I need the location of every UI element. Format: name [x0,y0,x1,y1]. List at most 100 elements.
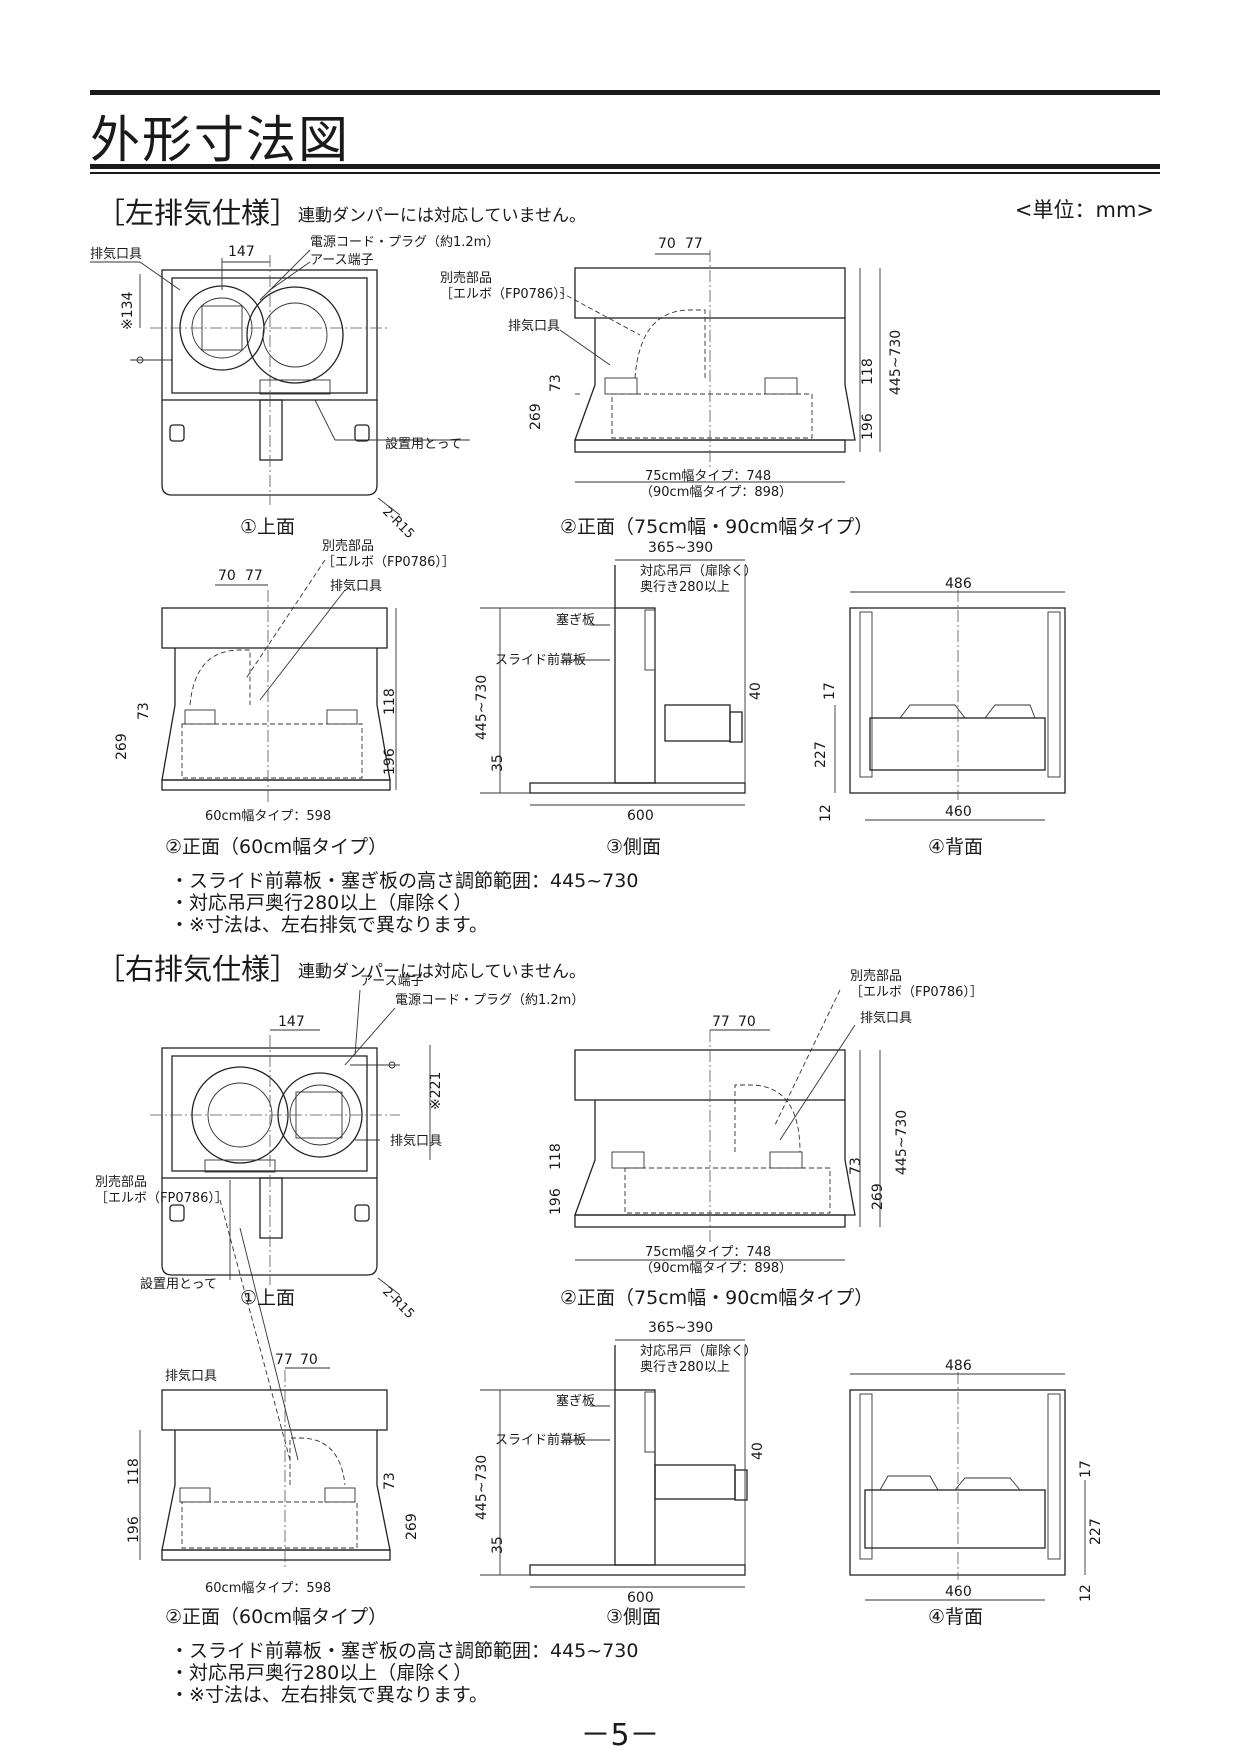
left-front-d445-730: 445~730 [888,330,904,395]
left-side-slide: スライド前幕板 [495,652,586,668]
left-bullet-1: ・スライド前幕板・塞ぎ板の高さ調節範囲：445~730 [170,870,639,892]
left-caption-back: ④背面 [928,836,984,858]
left-front-d118: 118 [860,358,876,385]
left-top-handle-label: 設置用とって [385,436,462,452]
right-top-cord-label: 電源コード・プラグ（約1.2m） [395,993,584,1008]
unit-note: <単位：mm> [1014,198,1154,222]
right-top-handle-label: 設置用とって [140,1276,217,1292]
right-side-view: 365~390 対応吊戸（扉除く） 奥行き280以上 塞ぎ板 スライド前幕板 4… [474,1320,766,1606]
right-side-d365: 365~390 [648,1320,713,1336]
left-side-cabinet1: 対応吊戸（扉除く） [640,563,757,579]
header-rule-bottom [90,164,1160,169]
page-title: 外形寸法図 [90,111,350,169]
right-side-closing: 塞ぎ板 [556,1393,595,1409]
right-side-d600: 600 [627,1590,654,1606]
right-back-d17: 17 [1078,1460,1094,1478]
section-note-right: 連動ダンパーには対応していません。 [298,962,586,982]
left-top-r15: 2-R15 [379,504,417,542]
left-front-60-view: 70 77 73 269 118 196 別売部品 ［エルボ（FP0786）］ … [114,538,455,824]
left-side-d600: 600 [627,808,654,824]
right-front-width90: （90cm幅タイプ：898） [640,1261,792,1276]
left-side-closing: 塞ぎ板 [556,612,595,628]
right-top-view: 147 ※221 アース端子 電源コード・プラグ（約1.2m） 排気口具 設置用… [140,974,584,1322]
right-front-d445-730: 445~730 [894,1110,910,1175]
right-top-d147: 147 [278,1014,305,1030]
right-f60-d118: 118 [126,1458,142,1485]
right-side-d445: 445~730 [474,1455,490,1520]
left-front-width75: 75cm幅タイプ：748 [645,469,771,484]
section-note-left: 連動ダンパーには対応していません。 [298,206,586,226]
section-title-left: ［左排気仕様］ [96,196,300,230]
right-front-wide-view: 77 70 118 196 73 269 445~730 別売部品 ［エルボ（F… [548,968,983,1276]
left-caption-top: ①上面 [240,516,296,538]
left-back-d12: 12 [818,804,834,822]
left-top-d134: ※134 [120,291,136,330]
left-back-d17: 17 [822,682,838,700]
left-top-cord-label: 電源コード・プラグ（約1.2m） [310,235,499,250]
right-back-d227: 227 [1088,1518,1104,1545]
right-f60-d196: 196 [126,1516,142,1543]
left-side-view: 365~390 対応吊戸（扉除く） 奥行き280以上 塞ぎ板 スライド前幕板 4… [474,540,764,824]
section-title-right: ［右排気仕様］ [96,952,300,986]
right-front-d196: 196 [548,1188,564,1215]
left-top-earth-label: アース端子 [310,253,374,268]
left-front-d73: 73 [548,374,564,392]
section-left-drawings: 147 ※134 排気口具 電源コード・プラグ（約1.2m） アース端子 設置用… [90,235,1066,824]
left-f60-d73: 73 [136,702,152,720]
left-f60-d196: 196 [382,748,398,775]
right-top-d221: ※221 [428,1072,444,1110]
left-back-d486: 486 [945,576,972,592]
left-f60-elbow-label: ［エルボ（FP0786）］ [322,555,455,570]
left-back-d227: 227 [813,741,829,768]
right-f60-exhaust-label: 排気口具 [165,1368,217,1384]
right-front-d118: 118 [548,1143,564,1170]
left-front-d196: 196 [860,413,876,440]
right-back-d460: 460 [945,1584,972,1600]
header-rule-thin [90,172,1160,174]
left-front-d70: 70 [658,236,676,252]
right-caption-back: ④背面 [928,1606,984,1628]
left-f60-d70: 70 [218,568,236,584]
right-front-exhaust-label: 排気口具 [860,1010,912,1026]
header-rule-top [90,90,1160,95]
right-side-cabinet2: 奥行き280以上 [640,1360,730,1375]
left-front-d77: 77 [685,236,703,252]
right-top-earth-label: アース端子 [360,974,424,989]
right-top-r15: 2-R15 [379,1284,417,1322]
right-front-d77: 77 [712,1014,730,1030]
page-number: －5－ [580,1718,660,1753]
right-f60-width60: 60cm幅タイプ：598 [205,1581,331,1596]
right-bullet-3: ・※寸法は、左右排気で異なります。 [170,1684,489,1706]
right-top-exhaust-label: 排気口具 [390,1133,442,1149]
right-f60-d269: 269 [404,1513,420,1540]
left-top-d147: 147 [228,244,255,260]
section-right-drawings: 147 ※221 アース端子 電源コード・プラグ（約1.2m） 排気口具 設置用… [95,968,1104,1606]
left-back-d460: 460 [945,804,972,820]
right-back-d486: 486 [945,1358,972,1374]
left-top-view: 147 ※134 排気口具 電源コード・プラグ（約1.2m） アース端子 設置用… [90,235,499,542]
right-back-d12: 12 [1078,1584,1094,1602]
right-f60-elbow-label: ［エルボ（FP0786）］ [95,1191,228,1206]
left-side-d35: 35 [490,754,506,772]
right-bullet-1: ・スライド前幕板・塞ぎ板の高さ調節範囲：445~730 [170,1640,639,1662]
right-caption-front-wide: ②正面（75cm幅・90cm幅タイプ） [560,1287,874,1309]
left-front-width90: （90cm幅タイプ：898） [640,485,792,500]
right-back-view: 486 17 227 12 460 [849,1358,1104,1602]
right-front-d73: 73 [848,1157,864,1175]
left-front-wide-view: 70 77 73 269 118 196 445~730 別売部品 ［エルボ（F… [440,236,904,500]
left-front-exhaust-label: 排気口具 [508,318,560,334]
right-caption-front-60: ②正面（60cm幅タイプ） [165,1606,388,1628]
left-f60-optional-label: 別売部品 [322,538,374,554]
left-bullet-3: ・※寸法は、左右排気で異なります。 [170,914,489,936]
right-front-optional-label: 別売部品 [850,968,902,984]
left-f60-d118: 118 [382,688,398,715]
left-front-d269: 269 [528,403,544,430]
right-bullet-2: ・対応吊戸奥行280以上（扉除く） [170,1662,473,1684]
right-f60-d73: 73 [382,1472,398,1490]
right-caption-side: ③側面 [606,1606,662,1628]
right-f60-optional-label: 別売部品 [95,1174,147,1190]
right-front-width75: 75cm幅タイプ：748 [645,1245,771,1260]
left-bullet-2: ・対応吊戸奥行280以上（扉除く） [170,892,473,914]
right-front-d269: 269 [870,1183,886,1210]
right-side-slide: スライド前幕板 [495,1432,586,1448]
